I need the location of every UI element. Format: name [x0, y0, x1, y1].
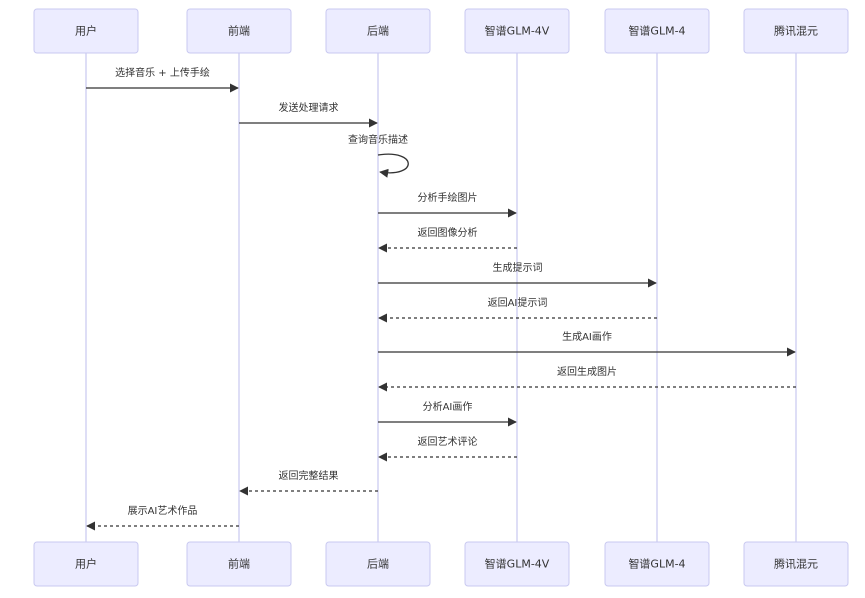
message-6: 生成提示词 — [378, 261, 657, 288]
message-12: 返回完整结果 — [239, 469, 378, 496]
participant-label: 用户 — [75, 24, 97, 38]
message-7: 返回AI提示词 — [378, 297, 657, 323]
participant-user-bottom: 用户 — [33, 541, 139, 587]
participant-glm4-bottom: 智谱GLM-4 — [604, 541, 710, 587]
message-8: 生成AI画作 — [378, 330, 796, 357]
participant-box — [464, 8, 570, 54]
participant-label: 后端 — [367, 25, 389, 38]
participant-hunyuan-bottom: 腾讯混元 — [743, 541, 849, 587]
message-label: 分析手绘图片 — [418, 191, 478, 204]
participant-box — [464, 541, 570, 587]
message-label: 返回AI提示词 — [488, 297, 548, 309]
message-label: 生成AI画作 — [562, 330, 612, 343]
participant-hunyuan-top: 腾讯混元 — [743, 8, 849, 54]
message-2: 发送处理请求 — [239, 101, 378, 128]
participant-box — [743, 8, 849, 54]
participant-label: 智谱GLM-4V — [485, 557, 550, 571]
participant-box — [325, 541, 431, 587]
participant-label: 智谱GLM-4V — [485, 24, 550, 38]
participant-frontend-top: 前端 — [186, 8, 292, 54]
message-11: 返回艺术评论 — [378, 435, 517, 462]
participant-box — [604, 8, 710, 54]
participant-box — [604, 541, 710, 587]
participant-box — [186, 8, 292, 54]
message-label: 查询音乐描述 — [348, 133, 408, 146]
participant-glm4v-bottom: 智谱GLM-4V — [464, 541, 570, 587]
message-4: 分析手绘图片 — [378, 191, 517, 218]
participant-box — [743, 541, 849, 587]
participant-label: 智谱GLM-4 — [628, 557, 685, 571]
participant-backend-top: 后端 — [325, 8, 431, 54]
participant-box — [33, 8, 139, 54]
participant-box — [325, 8, 431, 54]
participant-backend-bottom: 后端 — [325, 541, 431, 587]
message-3: 查询音乐描述 — [348, 133, 409, 178]
message-10: 分析AI画作 — [378, 400, 517, 427]
message-9: 返回生成图片 — [378, 365, 796, 392]
participant-glm4v-top: 智谱GLM-4V — [464, 8, 570, 54]
participant-user-top: 用户 — [33, 8, 139, 54]
message-label: 返回图像分析 — [418, 226, 478, 239]
participant-glm4-top: 智谱GLM-4 — [604, 8, 710, 54]
participant-label: 腾讯混元 — [774, 557, 818, 571]
message-label: 返回生成图片 — [557, 365, 617, 378]
message-label: 分析AI画作 — [423, 400, 473, 413]
message-label: 返回艺术评论 — [418, 435, 478, 448]
message-5: 返回图像分析 — [378, 226, 517, 253]
participant-label: 前端 — [228, 24, 250, 38]
participant-label: 智谱GLM-4 — [628, 24, 685, 38]
message-label: 选择音乐 + 上传手绘 — [115, 66, 210, 79]
participant-label: 用户 — [75, 557, 97, 571]
message-label: 生成提示词 — [493, 261, 543, 274]
message-1: 选择音乐 + 上传手绘 — [86, 66, 239, 93]
message-label: 展示AI艺术作品 — [128, 505, 198, 517]
self-message-arrow — [377, 153, 409, 178]
participant-label: 腾讯混元 — [774, 24, 818, 38]
participant-frontend-bottom: 前端 — [186, 541, 292, 587]
participant-box — [33, 541, 139, 587]
participant-box — [186, 541, 292, 587]
participant-label: 后端 — [367, 558, 389, 571]
participant-label: 前端 — [228, 557, 250, 571]
message-label: 发送处理请求 — [279, 101, 339, 114]
message-label: 返回完整结果 — [279, 469, 339, 482]
message-13: 展示AI艺术作品 — [86, 505, 239, 531]
